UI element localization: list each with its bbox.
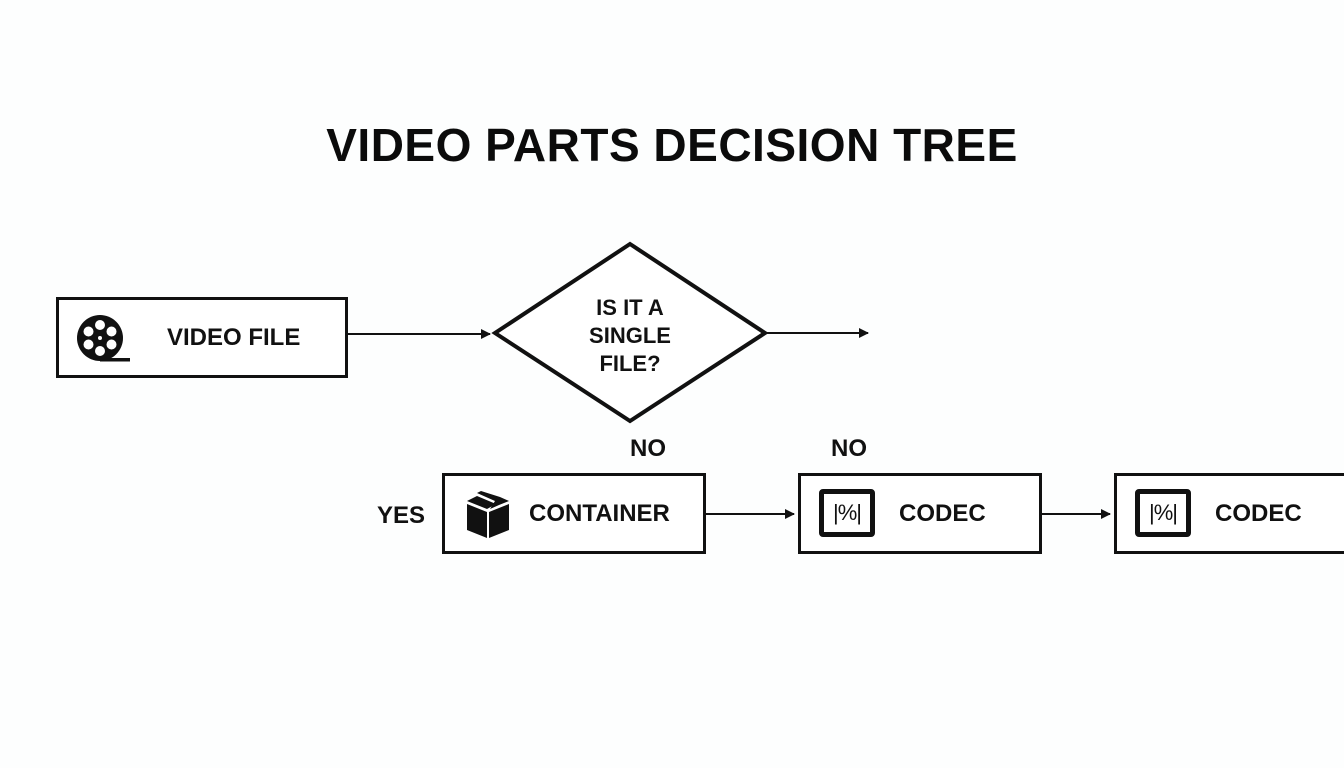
decision-line: IS IT A <box>596 295 664 320</box>
node-container: CONTAINER <box>442 473 706 554</box>
node-codec: |%| CODEC <box>798 473 1042 554</box>
edge-label-no: NO <box>831 435 867 462</box>
diagram-title: VIDEO PARTS DECISION TREE <box>326 119 1018 171</box>
edge-label-no: NO <box>630 435 666 462</box>
codec-icon: |%| <box>1135 489 1191 537</box>
node-codec: |%| CODEC <box>1114 473 1344 554</box>
film-reel-icon <box>77 315 130 362</box>
node-label: CONTAINER <box>529 499 670 527</box>
decision-question: IS IT A SINGLE FILE? <box>560 294 700 378</box>
decision-diamond <box>491 241 769 424</box>
node-video-file: VIDEO FILE <box>56 297 348 378</box>
node-label: VIDEO FILE <box>167 323 301 351</box>
box-icon <box>467 491 509 538</box>
decision-line: SINGLE <box>589 323 671 348</box>
node-label: CODEC <box>1215 499 1302 527</box>
node-label: CODEC <box>899 499 986 527</box>
codec-icon: |%| <box>819 489 875 537</box>
edge-label-yes: YES <box>377 502 426 529</box>
decision-line: FILE? <box>599 351 661 376</box>
